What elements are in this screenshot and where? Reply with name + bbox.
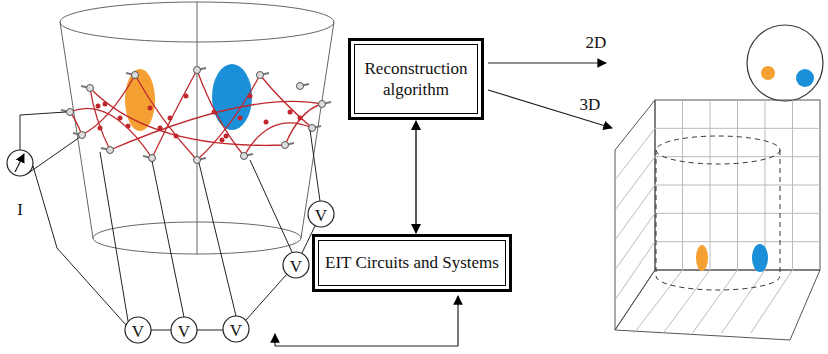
ammeter-symbol: [7, 150, 33, 176]
output-2d-label: 2D: [586, 34, 607, 51]
voltage-label: V: [315, 207, 327, 224]
box-label: Reconstruction algorithm: [361, 58, 471, 101]
output-3d-label: 3D: [580, 96, 601, 113]
voltage-label: V: [178, 323, 190, 340]
result-2d: [747, 25, 823, 101]
current-path-dots: [96, 94, 303, 143]
result-3d-grid: [615, 100, 820, 340]
box-label: EIT Circuits and Systems: [325, 252, 499, 273]
wires: [20, 112, 320, 330]
voltage-label: V: [230, 322, 242, 339]
double-arrow: [415, 121, 416, 233]
current-paths: [70, 70, 322, 160]
hardware-box: EIT Circuits and Systems: [312, 234, 512, 292]
voltage-label: V: [132, 323, 144, 340]
tank-cylinder: [60, 2, 334, 254]
electrodes: [61, 67, 331, 164]
current-label: I: [17, 201, 23, 218]
feedback-arrow: [275, 296, 458, 346]
output-arrow-2d: [488, 62, 606, 63]
output-arrow-3d: [488, 90, 612, 128]
voltmeter-symbols: [125, 201, 334, 343]
algorithm-box: Reconstruction algorithm: [348, 38, 484, 120]
result-3d-cylinder: [656, 136, 780, 290]
voltage-label: V: [290, 258, 302, 275]
